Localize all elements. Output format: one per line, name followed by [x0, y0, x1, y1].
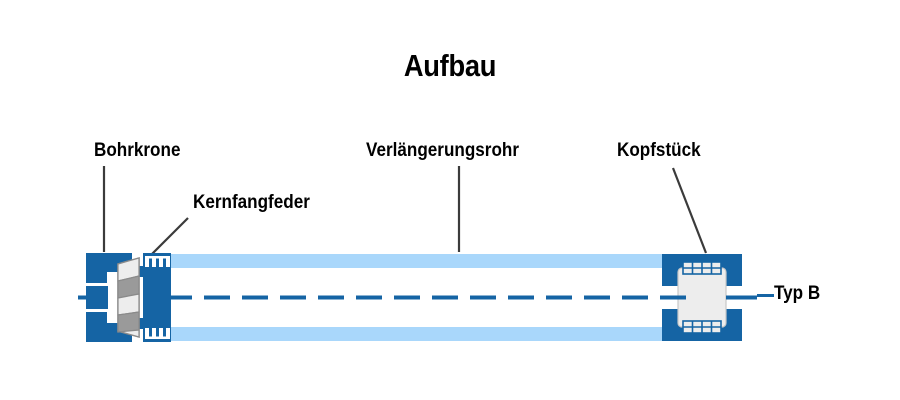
- extension-tube: [166, 254, 669, 341]
- leader-lines: [102, 166, 708, 257]
- typ-b-dash-icon: [757, 294, 774, 297]
- label-kopfstueck: Kopfstück: [617, 140, 701, 161]
- kopfstueck-head-piece: [662, 254, 742, 341]
- label-bohrkrone: Bohrkrone: [94, 140, 181, 161]
- label-kernfangfeder: Kernfangfeder: [193, 192, 310, 213]
- kernfangfeder-bottom-spring-teeth: [145, 328, 170, 339]
- extension-tube-bottom-wall: [166, 327, 669, 341]
- page-title: Aufbau: [403, 48, 497, 83]
- extension-tube-top-wall: [166, 254, 669, 268]
- kernfangfeder-top-spring-teeth: [145, 256, 170, 267]
- core-lifter-section: [117, 256, 140, 339]
- leader-line-kernfangfeder: [149, 217, 189, 257]
- kopfstueck-bottom-thread-grid: [682, 320, 722, 334]
- core-lifter-segment-4: [117, 311, 140, 333]
- kopfstueck-top-thread-grid: [682, 261, 722, 275]
- label-typ-b: Typ B: [774, 283, 821, 304]
- leader-line-kopfstueck: [671, 167, 708, 254]
- core-lifter-segment-5: [117, 329, 140, 338]
- label-verlaengerungsrohr: Verlängerungsrohr: [366, 140, 519, 161]
